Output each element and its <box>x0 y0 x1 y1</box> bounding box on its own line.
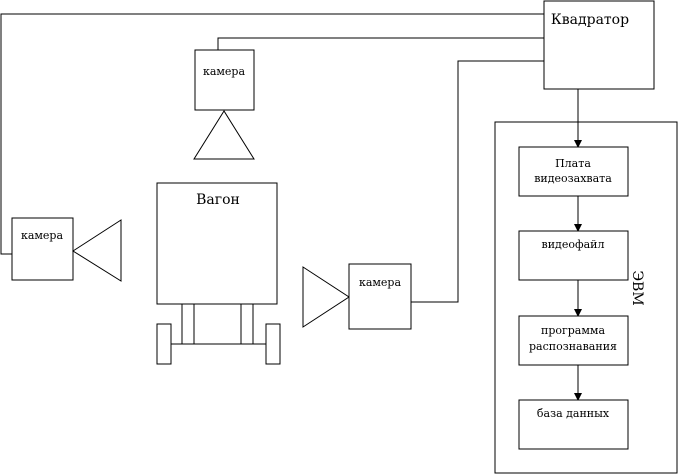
wagon-label: Вагон <box>196 192 240 208</box>
evm-node: ЭВМ <box>494 121 678 474</box>
kvadrator-label: Квадратор <box>551 12 629 28</box>
camera-right: камера <box>302 263 412 330</box>
recognition-program-node: программа распознавания <box>518 315 629 366</box>
camera-left-label: камера <box>21 229 64 242</box>
evm-label: ЭВМ <box>629 270 645 305</box>
camera-top-body <box>194 49 255 111</box>
wagon-left-wheel <box>156 323 172 365</box>
camera-top: камера <box>193 49 255 160</box>
kvadrator-box <box>543 0 655 90</box>
camera-top-lens <box>193 110 255 160</box>
wagon-right-bogie-post <box>240 303 254 345</box>
recognition-program-label-line1: программа <box>541 324 605 337</box>
videofile-label: видеофайл <box>542 238 605 251</box>
capture-board-label-line2: видеозахвата <box>534 172 612 185</box>
capture-board-node: Плата видеозахвата <box>518 146 629 197</box>
evm-box <box>494 121 678 474</box>
videofile-node: видеофайл <box>518 230 629 281</box>
camera-right-body <box>348 263 412 330</box>
database-label: база данных <box>537 407 610 420</box>
wagon-left-bogie-post <box>181 303 195 345</box>
database-box <box>518 399 629 450</box>
camera-right-lens <box>302 266 350 328</box>
camera-right-label: камера <box>359 276 402 289</box>
kvadrator-node: Квадратор <box>543 0 655 90</box>
capture-board-box <box>518 146 629 197</box>
camera-top-label: камера <box>203 65 246 78</box>
camera-left-lens <box>72 219 122 282</box>
recognition-program-label-line2: распознавания <box>529 340 617 353</box>
wagon-body <box>156 182 278 305</box>
wagon: Вагон <box>156 182 281 365</box>
connection-wires <box>0 13 544 303</box>
wire-left-camera-to-kvadrator <box>0 13 544 255</box>
wagon-right-wheel <box>265 323 281 365</box>
capture-board-label-line1: Плата <box>555 157 591 170</box>
camera-left-body <box>11 217 74 281</box>
camera-left: камера <box>11 217 122 282</box>
wire-top-camera-to-kvadrator <box>217 37 544 50</box>
wire-right-camera-to-kvadrator <box>411 60 544 303</box>
recognition-program-box <box>518 315 629 366</box>
videofile-box <box>518 230 629 281</box>
database-node: база данных <box>518 399 629 450</box>
